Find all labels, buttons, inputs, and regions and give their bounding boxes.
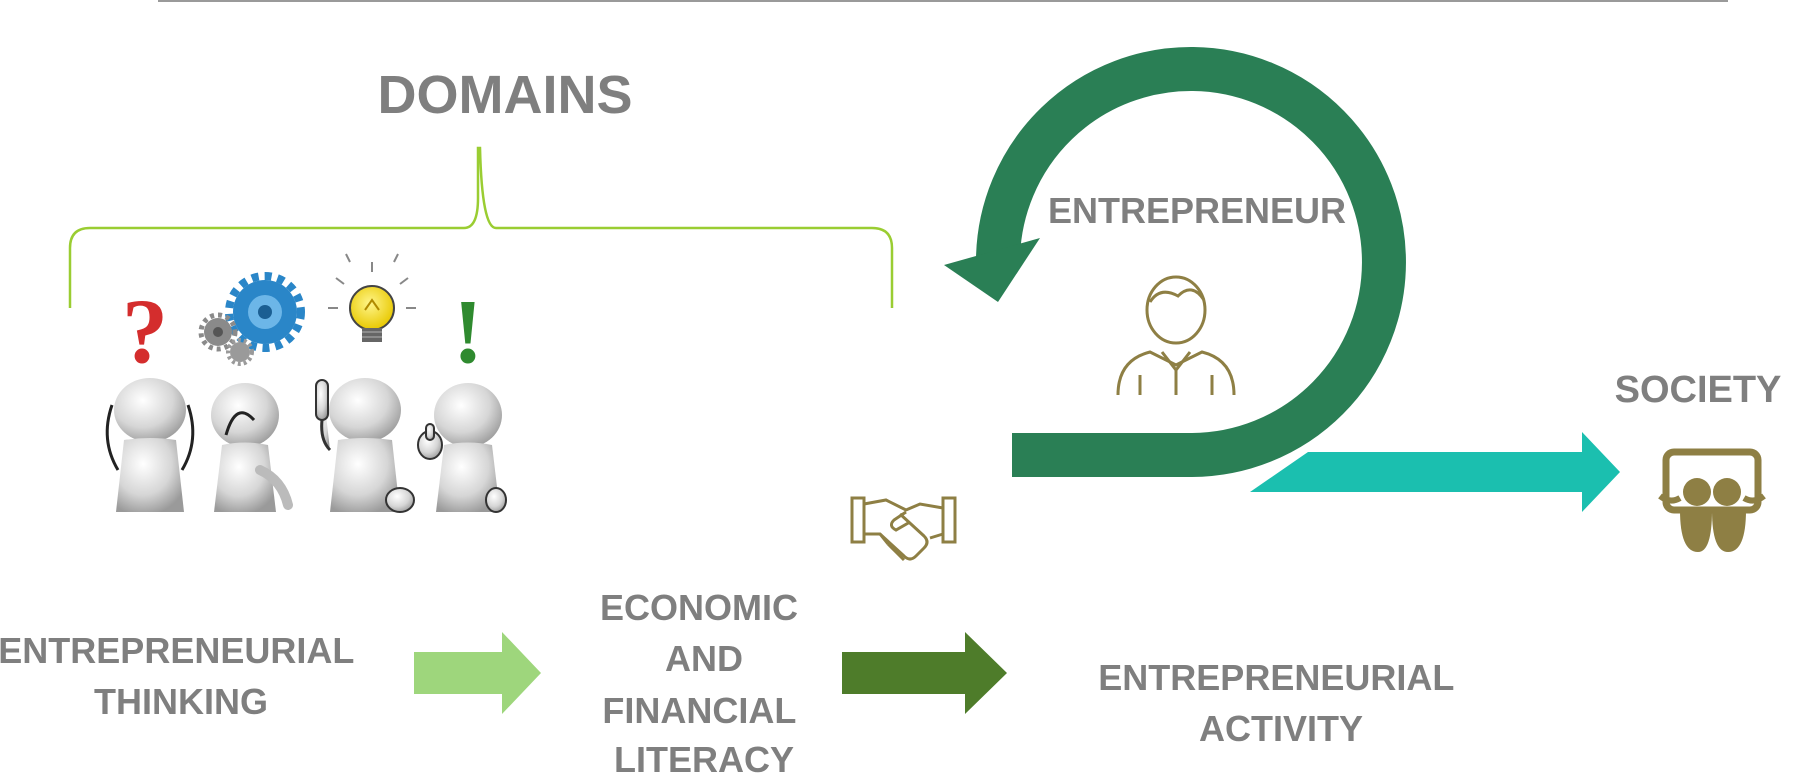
society-arrow bbox=[1250, 432, 1620, 512]
stage-thinking-label: ENTREPRENEURIAL THINKING bbox=[0, 630, 364, 722]
figure-solution bbox=[417, 383, 507, 513]
exclamation-icon: ! bbox=[453, 280, 484, 382]
stage-literacy-line-4: LITERACY bbox=[614, 739, 794, 776]
society-label: SOCIETY bbox=[1615, 369, 1782, 411]
stage-activity-line-1: ENTREPRENEURIAL bbox=[1098, 657, 1453, 698]
person-icon bbox=[1116, 275, 1236, 396]
stage-thinking-line-1: ENTREPRENEURIAL bbox=[0, 630, 354, 671]
arrow-literacy-to-activity bbox=[842, 632, 1007, 714]
stage-literacy-line-3: FINANCIAL bbox=[602, 690, 795, 731]
figure-thinking bbox=[211, 383, 293, 512]
domains-brace bbox=[68, 146, 894, 308]
domains-title: DOMAINS bbox=[378, 65, 633, 125]
society-icon bbox=[1658, 448, 1766, 552]
stage-literacy-label: ECONOMIC AND FINANCIAL LITERACY bbox=[600, 587, 808, 776]
stage-literacy-line-1: ECONOMIC bbox=[600, 587, 798, 628]
stage-activity-line-2: ACTIVITY bbox=[1199, 708, 1363, 749]
entrepreneur-cycle-arrow bbox=[944, 47, 1406, 477]
handshake-icon bbox=[850, 496, 957, 562]
stage-activity-label: ENTREPRENEURIAL ACTIVITY bbox=[1098, 657, 1463, 749]
arrow-thinking-to-literacy bbox=[414, 632, 541, 714]
gears-icon bbox=[198, 272, 305, 366]
question-mark-icon: ? bbox=[122, 280, 168, 382]
stage-thinking-line-2: THINKING bbox=[94, 681, 268, 722]
figure-confused bbox=[105, 378, 195, 512]
lightbulb-icon bbox=[328, 253, 416, 342]
entrepreneur-label: ENTREPRENEUR bbox=[1048, 190, 1346, 231]
figure-idea bbox=[315, 378, 415, 513]
stage-literacy-line-2: AND bbox=[665, 638, 743, 679]
domain-figures-image: ? bbox=[105, 253, 507, 513]
